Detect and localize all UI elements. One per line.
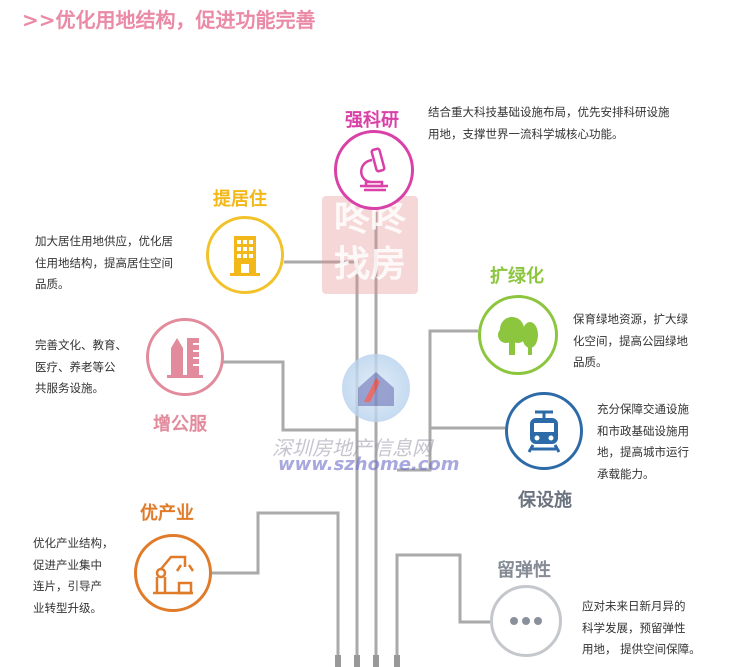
desc-green: 保育绿地资源，扩大绿化空间，提高公园绿地品质。: [573, 312, 688, 369]
page-title: >>优化用地结构，促进功能完善: [22, 8, 316, 32]
watermark-site-name: 深圳房地产信息网: [272, 436, 432, 460]
label-research: 强科研: [345, 110, 399, 131]
line-flex: [395, 553, 490, 667]
label-industry: 优产业: [140, 503, 194, 524]
watermark-logo: [342, 354, 410, 422]
tree-icon: [478, 295, 558, 375]
desc-infra: 充分保障交通设施和市政基础设施用地，提高城市运行承载能力。: [597, 402, 689, 481]
building-icon: [206, 216, 284, 294]
desc-flex: 应对未来日新月异的科学发展，预留弹性用地， 提供空间保障。: [582, 599, 701, 656]
line-industry: [210, 511, 340, 667]
desc-industry: 优化产业结构，促进产业集中连片，引导产业转型升级。: [33, 536, 114, 615]
line-green: [397, 329, 478, 472]
desc-public: 完善文化、教育、医疗、养老等公共服务设施。: [35, 338, 127, 395]
line-public: [223, 360, 357, 432]
watermark-site-url: www.szhome.com: [278, 454, 460, 475]
label-green: 扩绿化: [490, 266, 544, 287]
more-dots-icon: [490, 585, 562, 657]
microscope-icon: [334, 130, 414, 210]
label-infra: 保设施: [518, 490, 572, 511]
watermark-stamp: 咚咚找房: [322, 196, 418, 294]
train-icon: [505, 392, 583, 470]
label-flex: 留弹性: [497, 560, 551, 581]
desc-research: 结合重大科技基础设施布局，优先安排科研设施用地，支撑世界一流科学城核心功能。: [428, 105, 670, 141]
line-housing: [284, 260, 359, 667]
pencil-ruler-icon: [146, 318, 224, 396]
desc-housing: 加大居住用地供应，优化居住用地结构，提高居住空间品质。: [35, 234, 173, 291]
label-housing: 提居住: [213, 189, 267, 210]
label-public: 增公服: [153, 414, 207, 435]
robot-arm-icon: [134, 534, 212, 612]
